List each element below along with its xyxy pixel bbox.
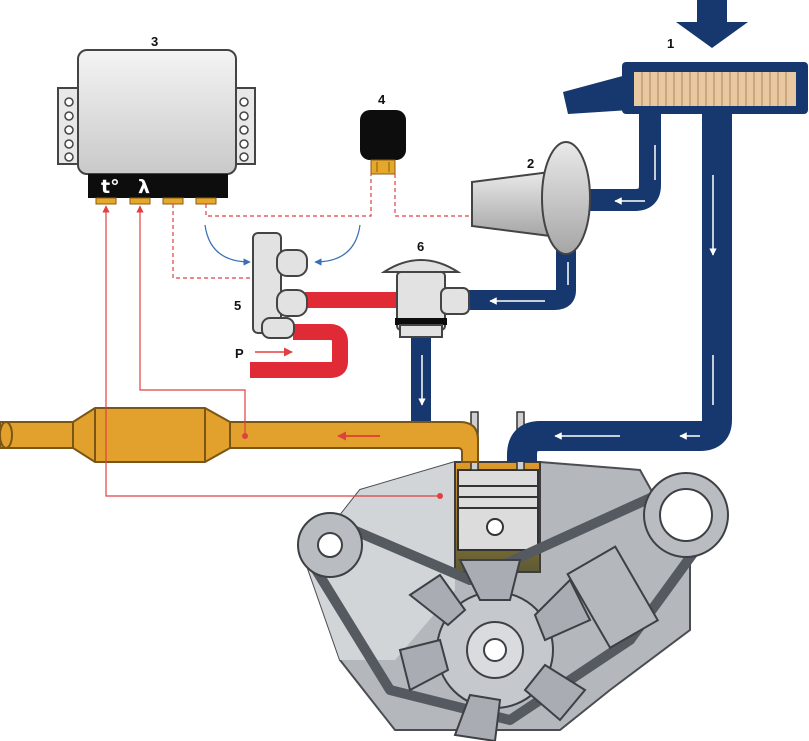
label-ecu: 3 <box>151 34 158 49</box>
label-air-filter: 1 <box>667 36 674 51</box>
solenoid-connector <box>370 159 396 175</box>
wire-ecu-to-switch-valve <box>172 204 253 279</box>
alternator-pulley <box>643 472 729 558</box>
exhaust-system <box>0 407 479 463</box>
switch-valve-port-bottom <box>261 317 295 339</box>
label-secondary-air-pump: 2 <box>527 156 534 171</box>
piston <box>457 469 539 551</box>
wire-lambda-sensor <box>136 205 246 436</box>
ecu-pin-lambda <box>129 197 151 205</box>
air-filter-inlet-snout <box>563 74 630 114</box>
belt-tensioner <box>566 545 660 650</box>
check-valve-cap <box>380 259 462 273</box>
label-vacuum-switch-valve: 5 <box>234 298 241 313</box>
vacuum-signal-arrow-left <box>204 224 251 266</box>
ecu-pin-temp <box>95 197 117 205</box>
signal-wires <box>172 174 472 279</box>
cooling-fan <box>398 559 592 741</box>
pump-motor-body <box>471 170 551 238</box>
label-pressure: P <box>235 346 244 361</box>
switch-valve-port-lower <box>276 289 308 317</box>
solenoid-valve: 4 <box>360 92 406 175</box>
air-filter: 1 <box>563 0 808 114</box>
engine <box>297 411 729 741</box>
exhaust-pipe <box>0 421 479 463</box>
wire-solenoid-to-pump <box>394 174 472 217</box>
solenoid-body <box>360 110 406 160</box>
ecu-connector-strip <box>88 174 228 198</box>
label-solenoid-valve: 4 <box>378 92 386 107</box>
air-check-valve: 6 <box>380 239 470 338</box>
air-filter-element <box>634 72 796 106</box>
secondary-air-hose <box>411 335 470 446</box>
vacuum-switch-valve: 5 <box>204 224 361 339</box>
switch-valve-port-upper <box>276 249 308 277</box>
ecu-pin-3 <box>162 197 184 205</box>
pump-impeller-housing <box>541 141 591 255</box>
ecu-lambda-symbol: λ <box>138 176 150 198</box>
exhaust-pipe-end <box>0 421 13 449</box>
ecu-temp-symbol: t° <box>101 176 120 198</box>
drive-belt <box>305 475 715 725</box>
wire-ecu-to-solenoid <box>205 174 372 217</box>
ecu-pin-4 <box>195 197 217 205</box>
label-air-check-valve: 6 <box>417 239 424 254</box>
catalytic-converter <box>72 407 231 463</box>
vacuum-supply-hose <box>250 324 348 378</box>
sensor-wires <box>102 205 443 499</box>
ecu-housing <box>77 49 237 175</box>
pump-outlet-hose <box>462 250 576 310</box>
wire-temp-sensor <box>102 205 440 497</box>
vacuum-signal-arrow-right <box>314 224 361 266</box>
check-valve-seal-ring <box>395 318 447 325</box>
pump-suction-hose <box>590 105 661 211</box>
secondary-air-pump: 2 <box>471 141 591 255</box>
ecu: t° λ 3 <box>57 34 256 205</box>
check-valve-bottom <box>399 324 443 338</box>
idler-pulley <box>297 512 363 578</box>
air-inflow-arrow <box>676 0 748 48</box>
check-valve-outlet-port <box>440 287 470 315</box>
vacuum-lines: P <box>235 292 398 378</box>
